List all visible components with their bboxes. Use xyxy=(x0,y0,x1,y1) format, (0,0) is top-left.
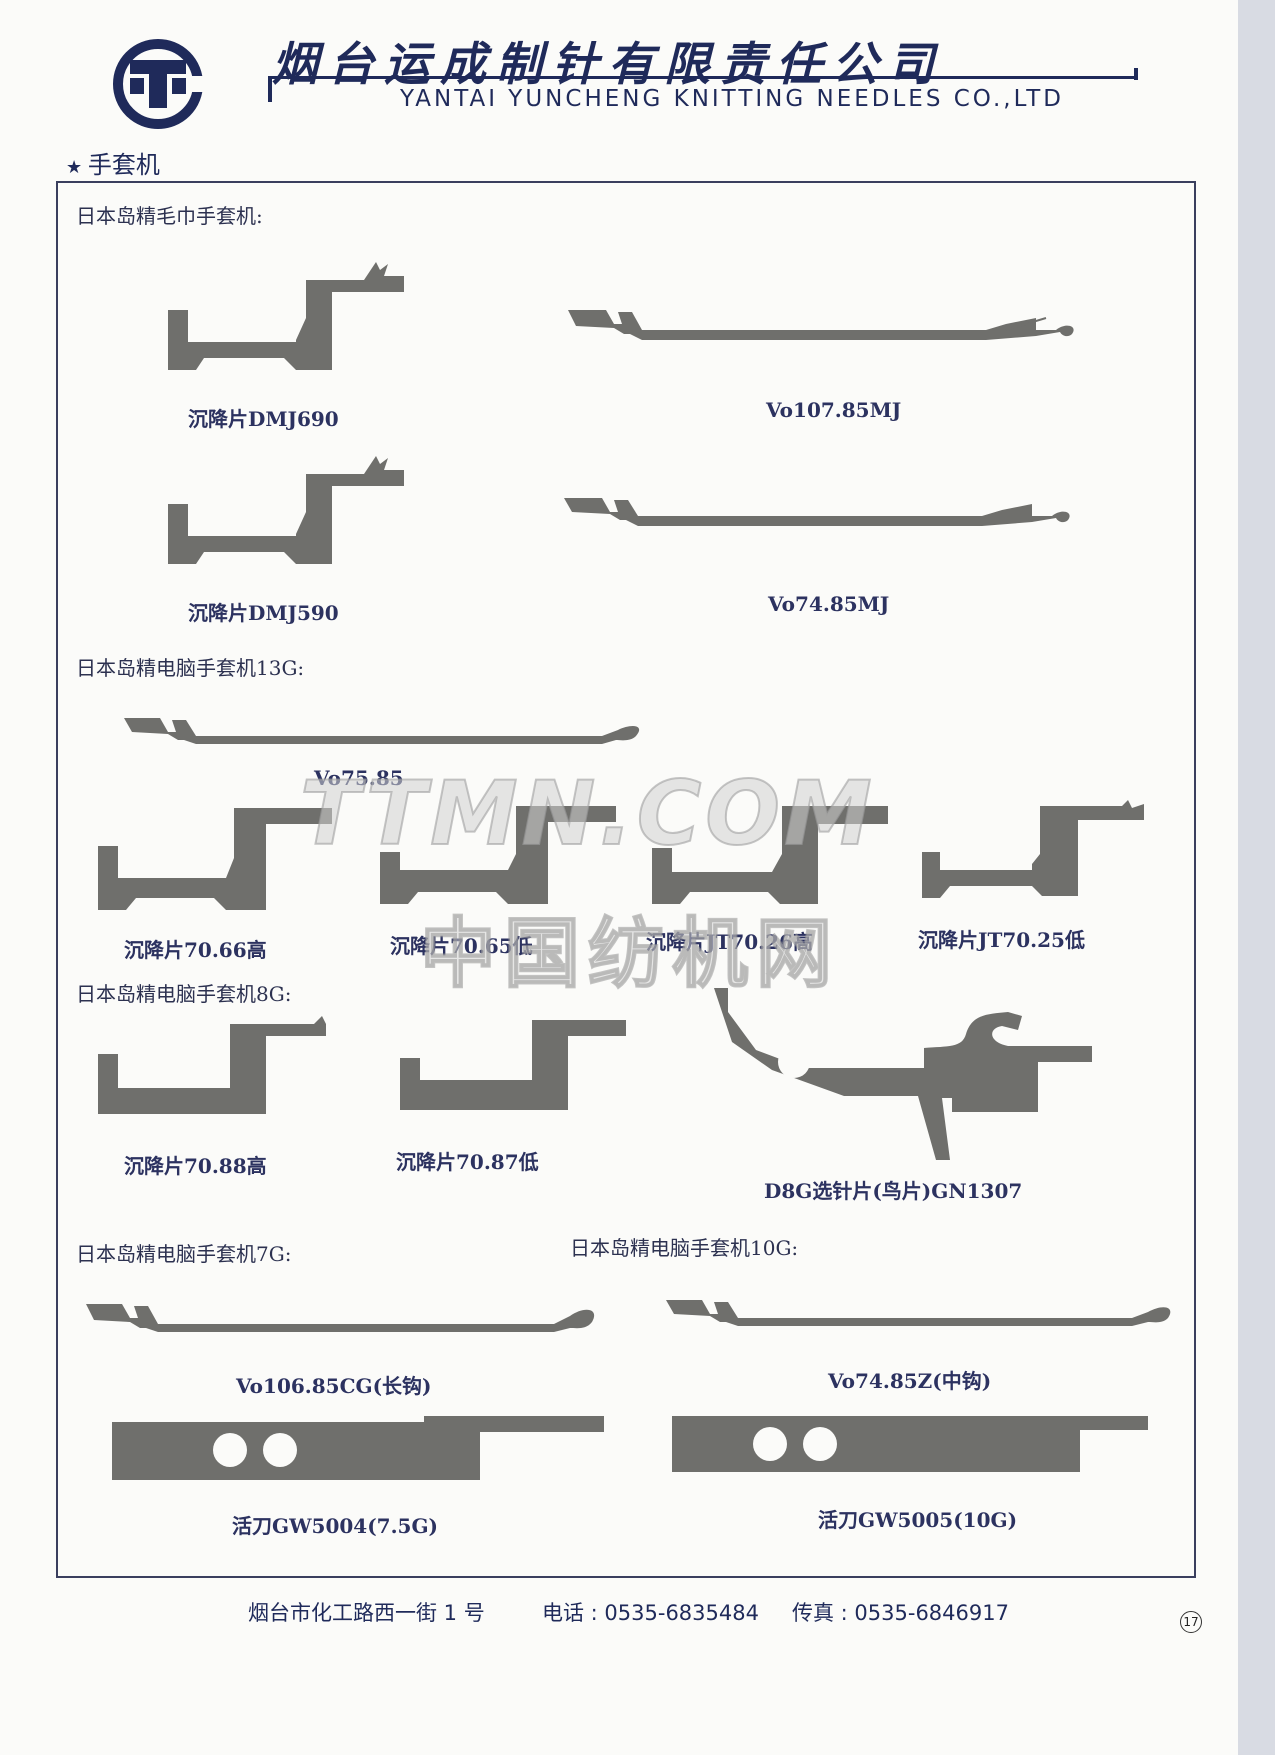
part-label: 沉降片70.87低 xyxy=(396,1150,539,1174)
part-label: 沉降片JT70.26高 xyxy=(646,930,813,954)
footer-fax: 传真 : 0535-6846917 xyxy=(792,1601,1009,1625)
sinker-70-66-high-image xyxy=(98,808,332,910)
page-number: 17 xyxy=(1180,1611,1202,1633)
needle-vo74-85mj-image xyxy=(564,498,1070,526)
needle-vo75-85-image xyxy=(124,718,640,744)
part-label: Vo74.85Z(中钩) xyxy=(828,1369,992,1393)
sinker-dmj590-image xyxy=(168,456,404,564)
sinker-70-88-high-image xyxy=(98,1016,326,1114)
needle-vo106-85cg-image xyxy=(86,1304,595,1332)
part-label: 活刀GW5004(7.5G) xyxy=(232,1514,439,1538)
knife-gw5005-image xyxy=(672,1416,1148,1472)
part-label: 沉降片DMJ590 xyxy=(188,601,339,625)
selector-gn1307-image xyxy=(714,988,1092,1160)
footer-address: 烟台市化工路西一街 1 号 xyxy=(248,1601,485,1625)
part-label: Vo75.85 xyxy=(314,766,404,790)
catalog-frame xyxy=(56,181,1196,1578)
watermark-text: TTMN.COM xyxy=(299,761,876,866)
part-label: 沉降片DMJ690 xyxy=(188,407,339,431)
sinker-dmj690-image xyxy=(168,262,404,370)
scan-edge xyxy=(1238,0,1275,1755)
part-label: 活刀GW5005(10G) xyxy=(818,1508,1018,1532)
star-icon: ★ xyxy=(66,157,88,178)
company-logo xyxy=(113,39,212,129)
sinker-70-87-low-image xyxy=(400,1020,626,1110)
part-label: Vo106.85CG(长钩) xyxy=(236,1374,432,1398)
part-label: 沉降片70.88高 xyxy=(124,1154,267,1178)
part-label: Vo107.85MJ xyxy=(766,398,902,422)
footer-phone: 电话 : 0535-6835484 xyxy=(542,1601,759,1625)
part-label: 沉降片70.65低 xyxy=(390,934,533,958)
sinker-jt70-26-high-image xyxy=(652,806,888,904)
part-label: Vo74.85MJ xyxy=(768,592,890,616)
group-label: 日本岛精电脑手套机7G: xyxy=(76,1242,292,1266)
company-name-cn: 烟台运成制针有限责任公司 xyxy=(272,37,944,91)
group-label: 日本岛精电脑手套机8G: xyxy=(76,982,292,1006)
header-rule-tick xyxy=(1134,68,1138,80)
section-title-text: 手套机 xyxy=(87,151,160,179)
sinker-70-65-low-image xyxy=(380,806,616,904)
part-label: 沉降片70.66高 xyxy=(124,938,267,962)
part-label: D8G选针片(鸟片)GN1307 xyxy=(764,1179,1023,1203)
group-label: 日本岛精电脑手套机13G: xyxy=(76,656,305,680)
header-rule xyxy=(268,76,1138,79)
watermark-text-cn: 中国纺机网 xyxy=(419,908,840,999)
knife-gw5004-image xyxy=(112,1416,604,1480)
group-label: 日本岛精毛巾手套机: xyxy=(76,204,263,228)
sinker-jt70-25-low-image xyxy=(922,800,1144,898)
section-title: ★ 手套机 xyxy=(66,145,160,180)
needle-vo107-85mj-image xyxy=(568,310,1074,340)
part-label: 沉降片JT70.25低 xyxy=(918,928,1085,952)
header-rule-tick xyxy=(268,76,272,102)
needle-vo74-85z-image xyxy=(666,1300,1171,1326)
company-name-en: YANTAI YUNCHENG KNITTING NEEDLES CO.,LTD xyxy=(400,86,1064,112)
group-label: 日本岛精电脑手套机10G: xyxy=(570,1236,799,1260)
